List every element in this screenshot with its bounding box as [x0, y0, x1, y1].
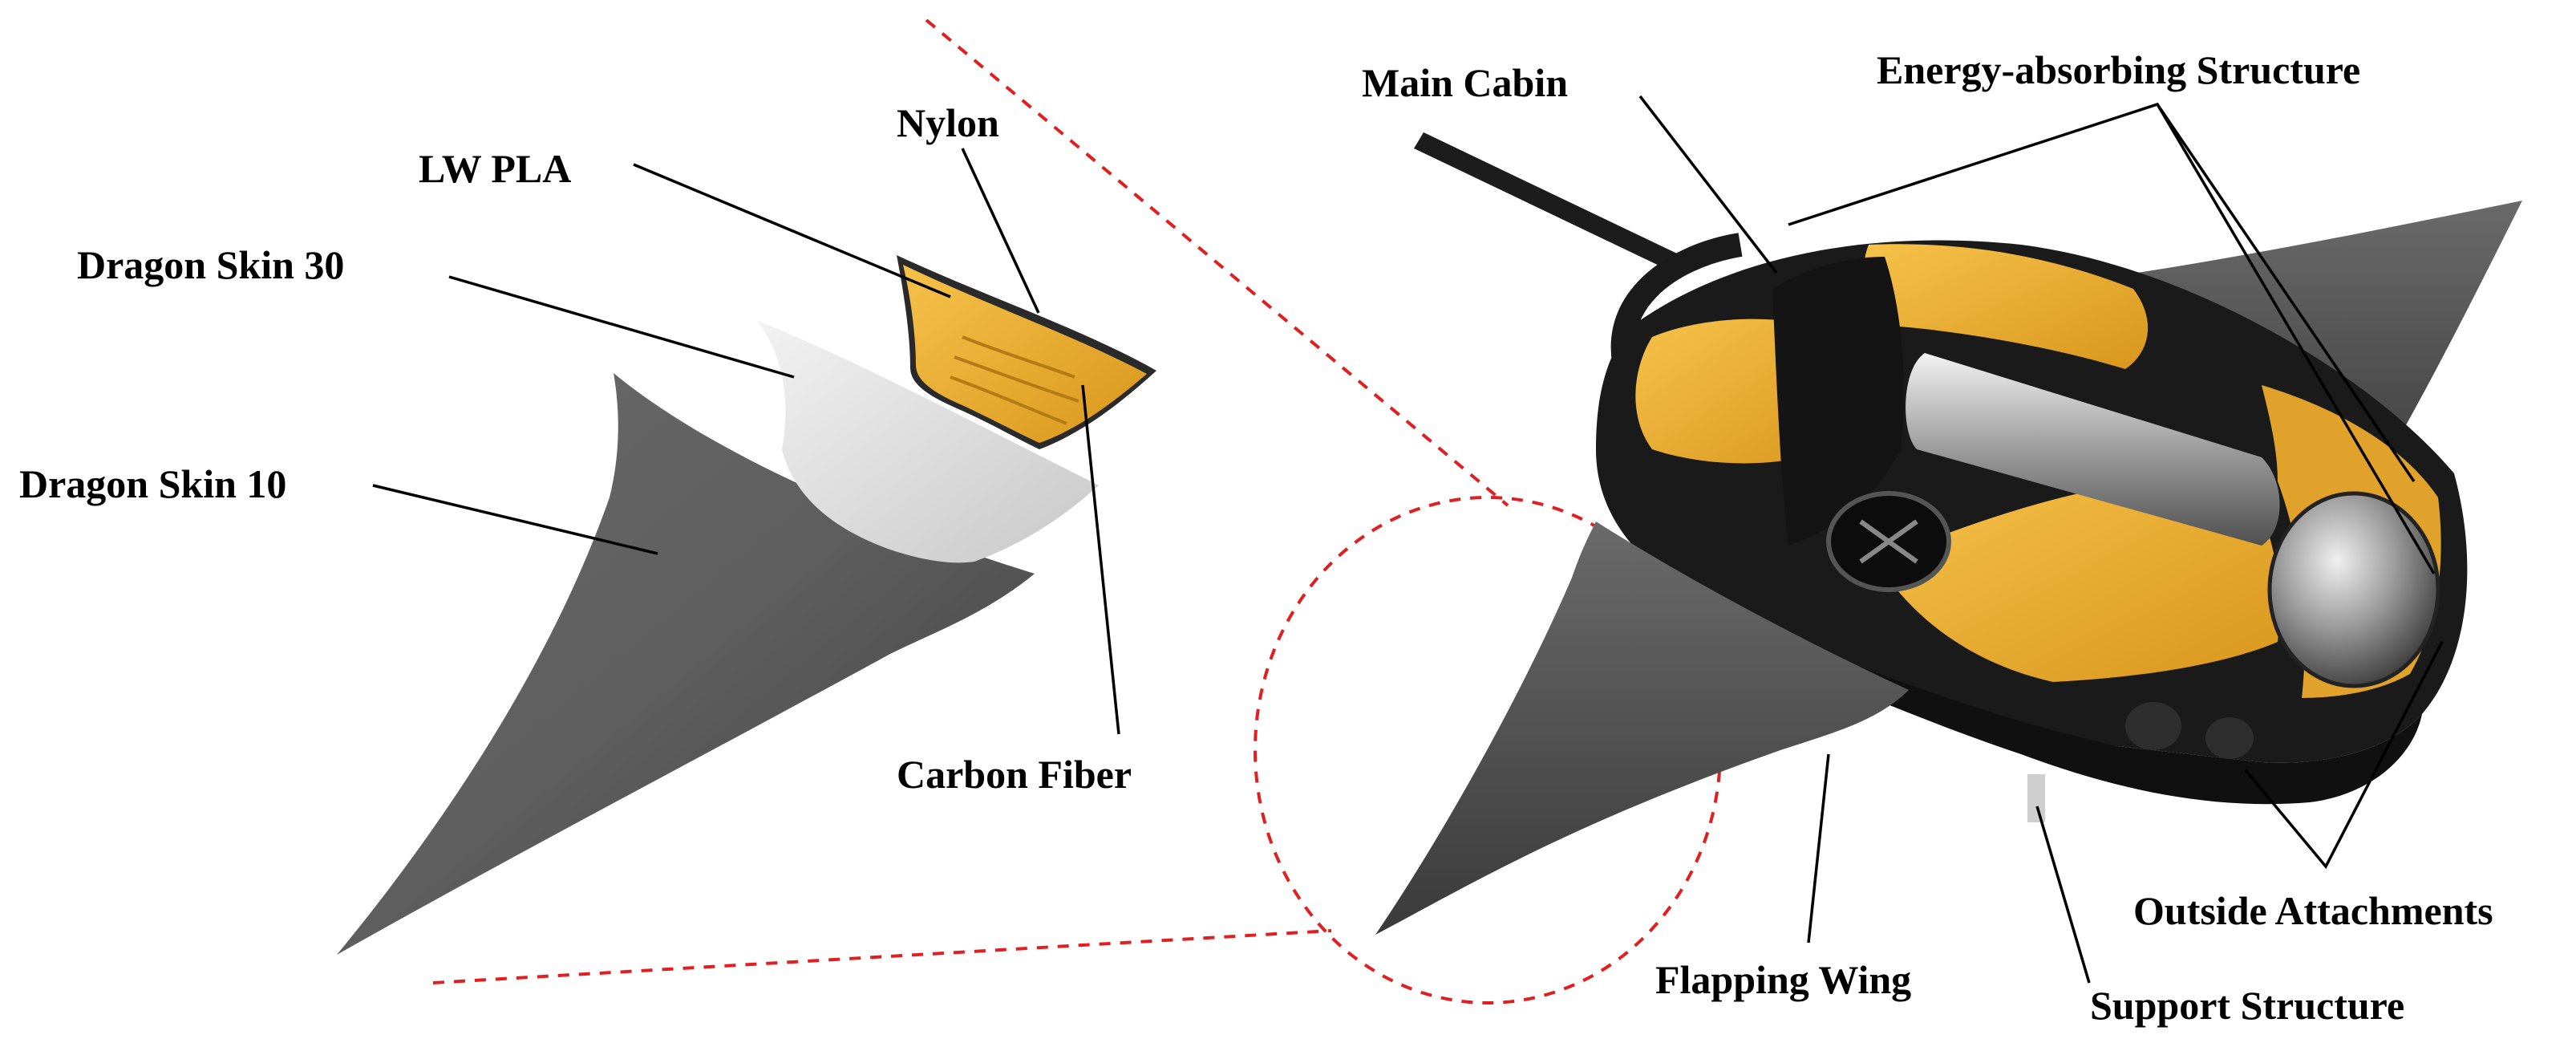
lower-skirt: [1724, 610, 2422, 805]
leader-support-structure: [2035, 806, 2091, 984]
support-strut: [2027, 774, 2045, 822]
label-support-structure: Support Structure: [2090, 983, 2405, 1028]
label-lw-pla: LW PLA: [419, 146, 572, 191]
thruster-blade: [1859, 519, 1918, 564]
exploded-fin: [337, 255, 1156, 955]
tail-rod: [1414, 132, 1692, 277]
handle-arc: [1610, 233, 1743, 381]
label-outside-attachments: Outside Attachments: [2133, 888, 2493, 933]
label-dragon-skin-30: Dragon Skin 30: [77, 242, 345, 287]
side-vent-1: [2125, 702, 2181, 750]
label-nylon: Nylon: [897, 100, 999, 145]
leader-main-cabin: [1638, 95, 1778, 274]
leader-lines: [372, 95, 2444, 984]
label-main-cabin: Main Cabin: [1362, 60, 1569, 105]
zoom-line-top: [925, 18, 1509, 507]
leader-carbon-fiber: [1081, 384, 1120, 735]
carbon-fiber-ribs: [950, 335, 1079, 425]
manta-robot: [1375, 132, 2522, 935]
top-pla-shell: [1863, 244, 2149, 369]
label-energy-absorbing: Energy-absorbing Structure: [1877, 47, 2361, 92]
black-band: [1772, 257, 1904, 546]
main-cabin-tube: [1906, 353, 2280, 546]
flapping-wing: [1375, 522, 1909, 935]
leader-energy-absorbing-2: [2156, 103, 2416, 482]
leader-outside-attachments: [2244, 641, 2444, 870]
leader-lw-pla: [633, 163, 951, 298]
label-carbon-fiber: Carbon Fiber: [897, 752, 1132, 797]
lw-pla-layer: [903, 265, 1147, 443]
right-pla-shell: [1877, 473, 2280, 682]
side-vent-2: [2205, 717, 2254, 759]
label-flapping-wing: Flapping Wing: [1655, 957, 1912, 1002]
leader-dragon-skin-10: [372, 484, 658, 555]
leader-nylon: [961, 148, 1040, 314]
leader-flapping-wing: [1807, 753, 1830, 944]
zoom-line-bottom: [432, 929, 1332, 984]
dragon-skin-30-layer: [758, 321, 1099, 563]
camera-dome: [2267, 491, 2440, 688]
leader-dragon-skin-30: [448, 275, 795, 379]
label-dragon-skin-10: Dragon Skin 10: [19, 461, 287, 506]
